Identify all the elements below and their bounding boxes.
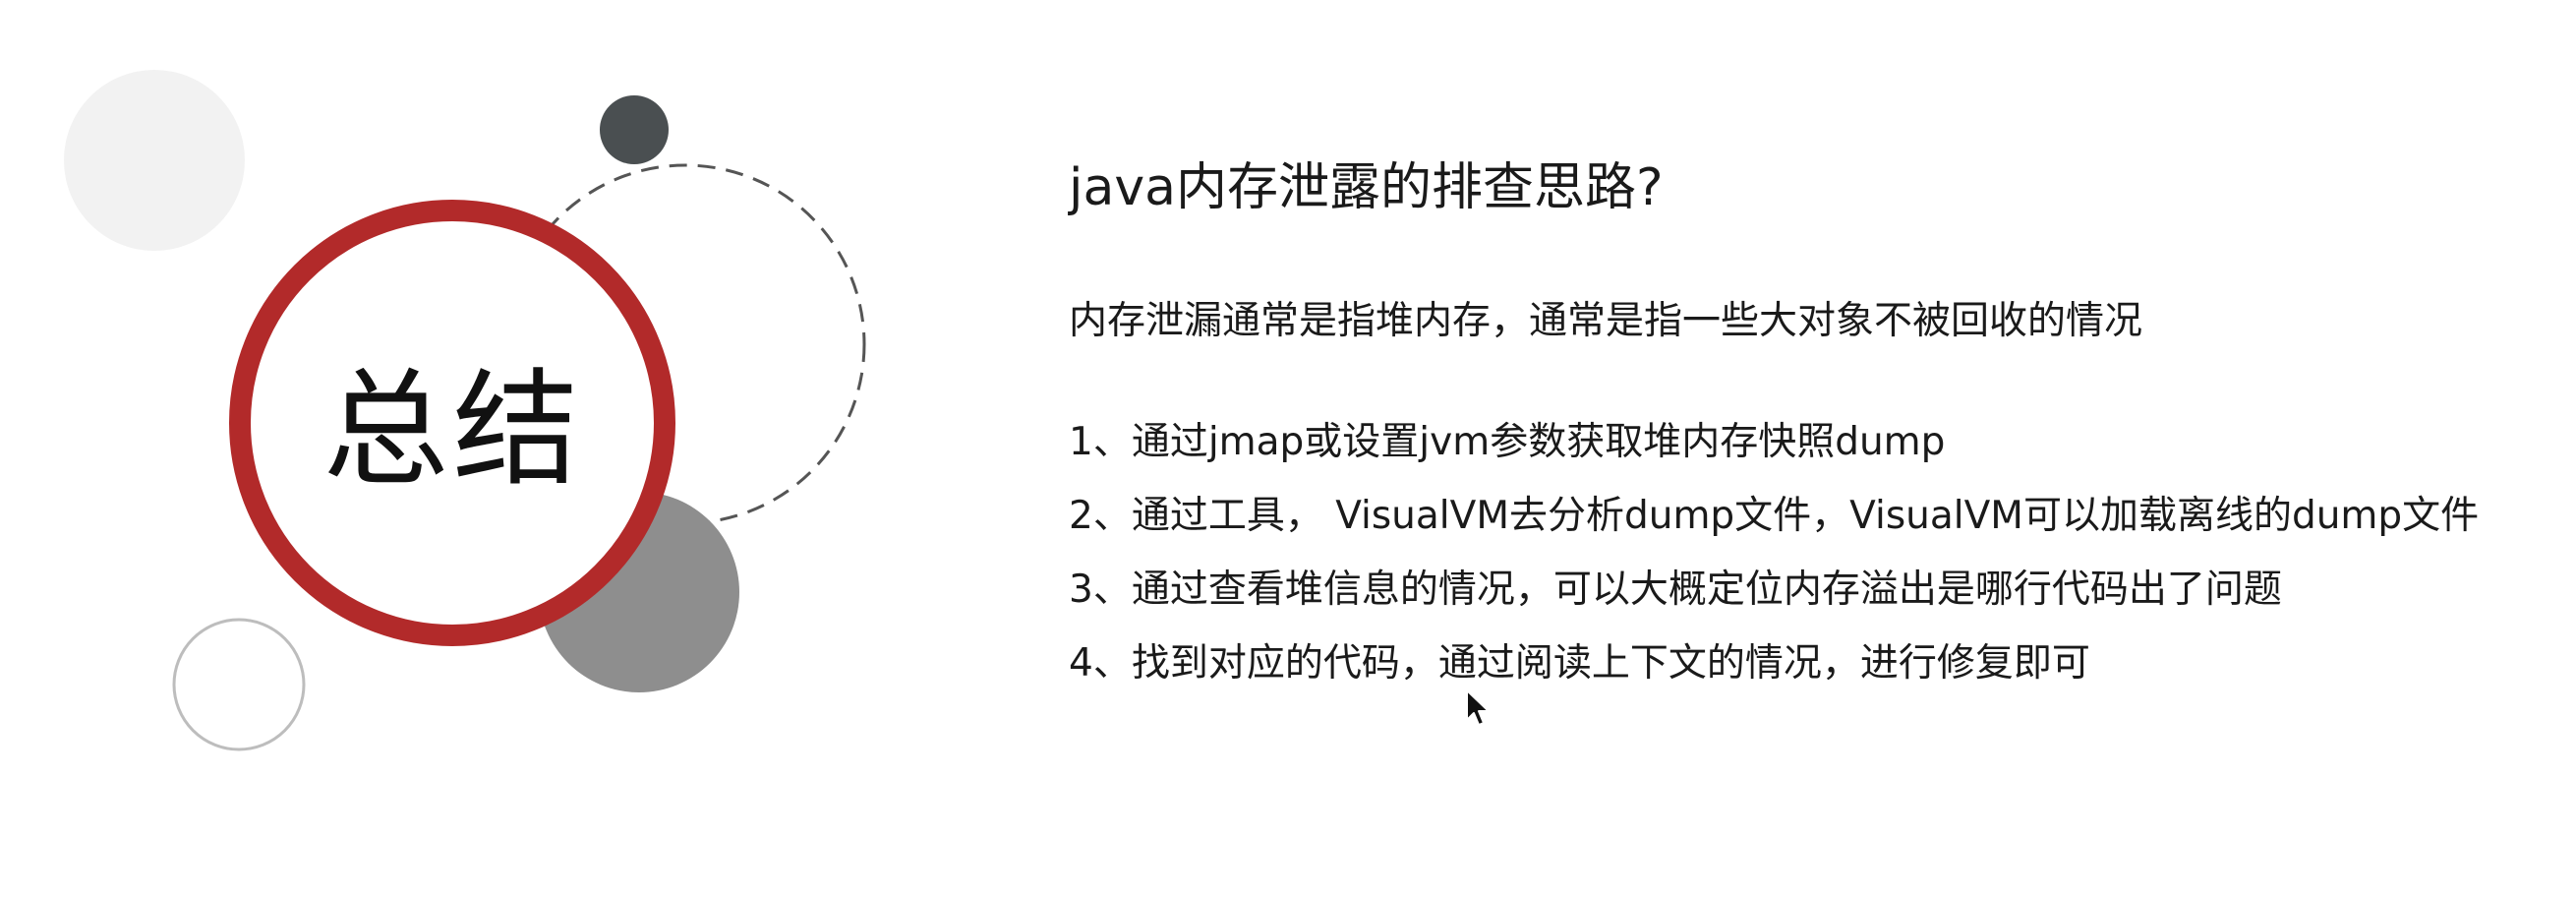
dark-dot [600,95,669,164]
intro-text: 内存泄漏通常是指堆内存，通常是指一些大对象不被回收的情况 [1069,299,2143,344]
list-item: 3、通过查看堆信息的情况，可以大概定位内存溢出是哪行代码出了问题 [1069,568,2282,613]
page-title: java内存泄露的排查思路? [1069,158,1664,217]
mouse-cursor-icon [1466,689,1490,726]
slide-content: java内存泄露的排查思路? 内存泄漏通常是指堆内存，通常是指一些大对象不被回收… [1069,157,2544,713]
dashed-ring [504,163,866,525]
steps-list: 1、通过jmap或设置jvm参数获取堆内存快照dump 2、通过工具， Visu… [1069,418,2544,713]
list-item: 2、通过工具， VisualVM去分析dump文件，VisualVM可以加载离线… [1069,494,2480,539]
list-item: 4、找到对应的代码，通过阅读上下文的情况，进行修复即可 [1069,641,2090,687]
light-gray-circle [64,70,245,251]
red-ring [229,200,675,646]
decorative-circles [64,70,866,751]
outline-circle [172,618,306,751]
list-item: 1、通过jmap或设置jvm参数获取堆内存快照dump [1069,420,1946,465]
badge-label: 总结 [322,357,583,504]
